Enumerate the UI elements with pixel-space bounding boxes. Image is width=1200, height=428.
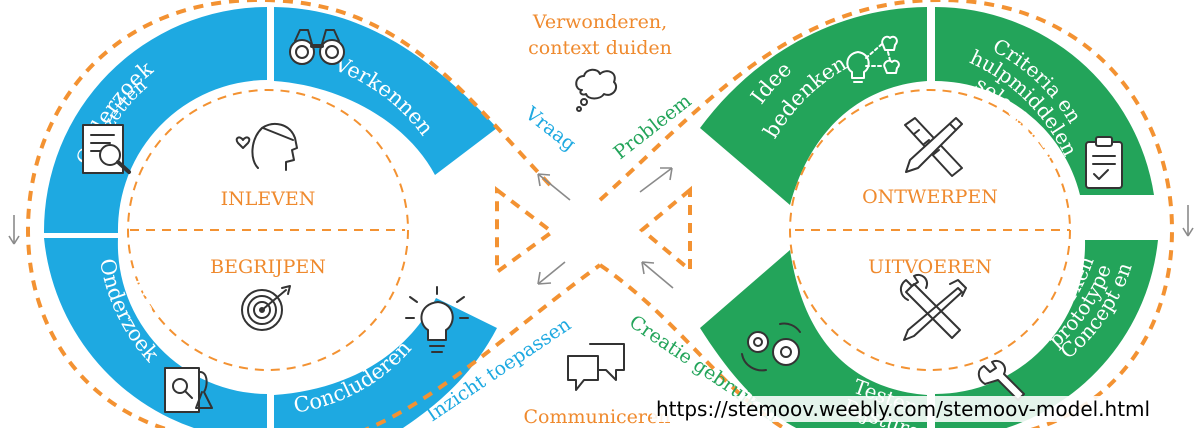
head-heart-icon <box>235 122 298 171</box>
label-probleem: Probleem <box>610 90 696 164</box>
arrow-down-left-icon <box>537 261 566 285</box>
arrow-down-left-edge-icon <box>8 215 20 245</box>
source-url[interactable]: https://stemoov.weebly.com/stemoov-model… <box>652 396 1155 422</box>
right-top-inner-segment <box>700 7 927 205</box>
left-loop <box>25 0 602 428</box>
flow-arrows <box>8 167 1194 289</box>
thought-bubble-icon <box>575 68 618 112</box>
right-bottom-inner-segment <box>700 250 927 428</box>
left-center-top-label: INLEVEN <box>221 188 316 210</box>
clipboard-icon <box>1085 136 1123 189</box>
left-outer-dashed-loop <box>25 0 552 428</box>
left-bottom-outer-segment <box>44 238 267 428</box>
pencil-ruler-icon <box>904 117 963 177</box>
right-dashed-triangle <box>638 185 692 275</box>
left-top-outer-segment <box>43 7 267 233</box>
label-vraag: Vraag <box>520 102 580 155</box>
lab-report-icon <box>164 367 213 413</box>
right-bottom-outer-segment <box>935 240 1158 428</box>
gears-icon <box>741 322 801 372</box>
wrench-icon <box>977 360 1025 401</box>
left-inner-circle-outline <box>127 89 409 371</box>
binoculars-icon <box>289 29 345 65</box>
left-center-bottom-label: BEGRIJPEN <box>210 256 326 278</box>
idea-network-icon <box>846 35 900 83</box>
magnifier-document-icon <box>82 124 131 174</box>
right-outer-dashed-loop <box>598 0 1175 428</box>
arrow-down-right-edge-icon <box>1182 205 1194 237</box>
wrench-screwdriver-icon <box>900 274 967 341</box>
top-caption-line-2: context duiden <box>528 37 672 59</box>
right-center-bottom-label: UITVOEREN <box>868 256 992 278</box>
right-center-top-label: ONTWERPEN <box>862 186 998 208</box>
left-dashed-triangle <box>495 185 556 276</box>
speech-bubbles-icon <box>567 343 625 391</box>
target-icon <box>241 285 291 331</box>
top-caption-line-1: Verwonderen, <box>532 11 667 33</box>
arrow-down-right-icon <box>641 261 674 289</box>
arrow-up-right-icon <box>639 167 673 193</box>
arrow-up-left-icon <box>537 173 571 201</box>
lightbulb-icon <box>405 286 469 353</box>
bottom-caption: Communiceren <box>523 406 670 428</box>
